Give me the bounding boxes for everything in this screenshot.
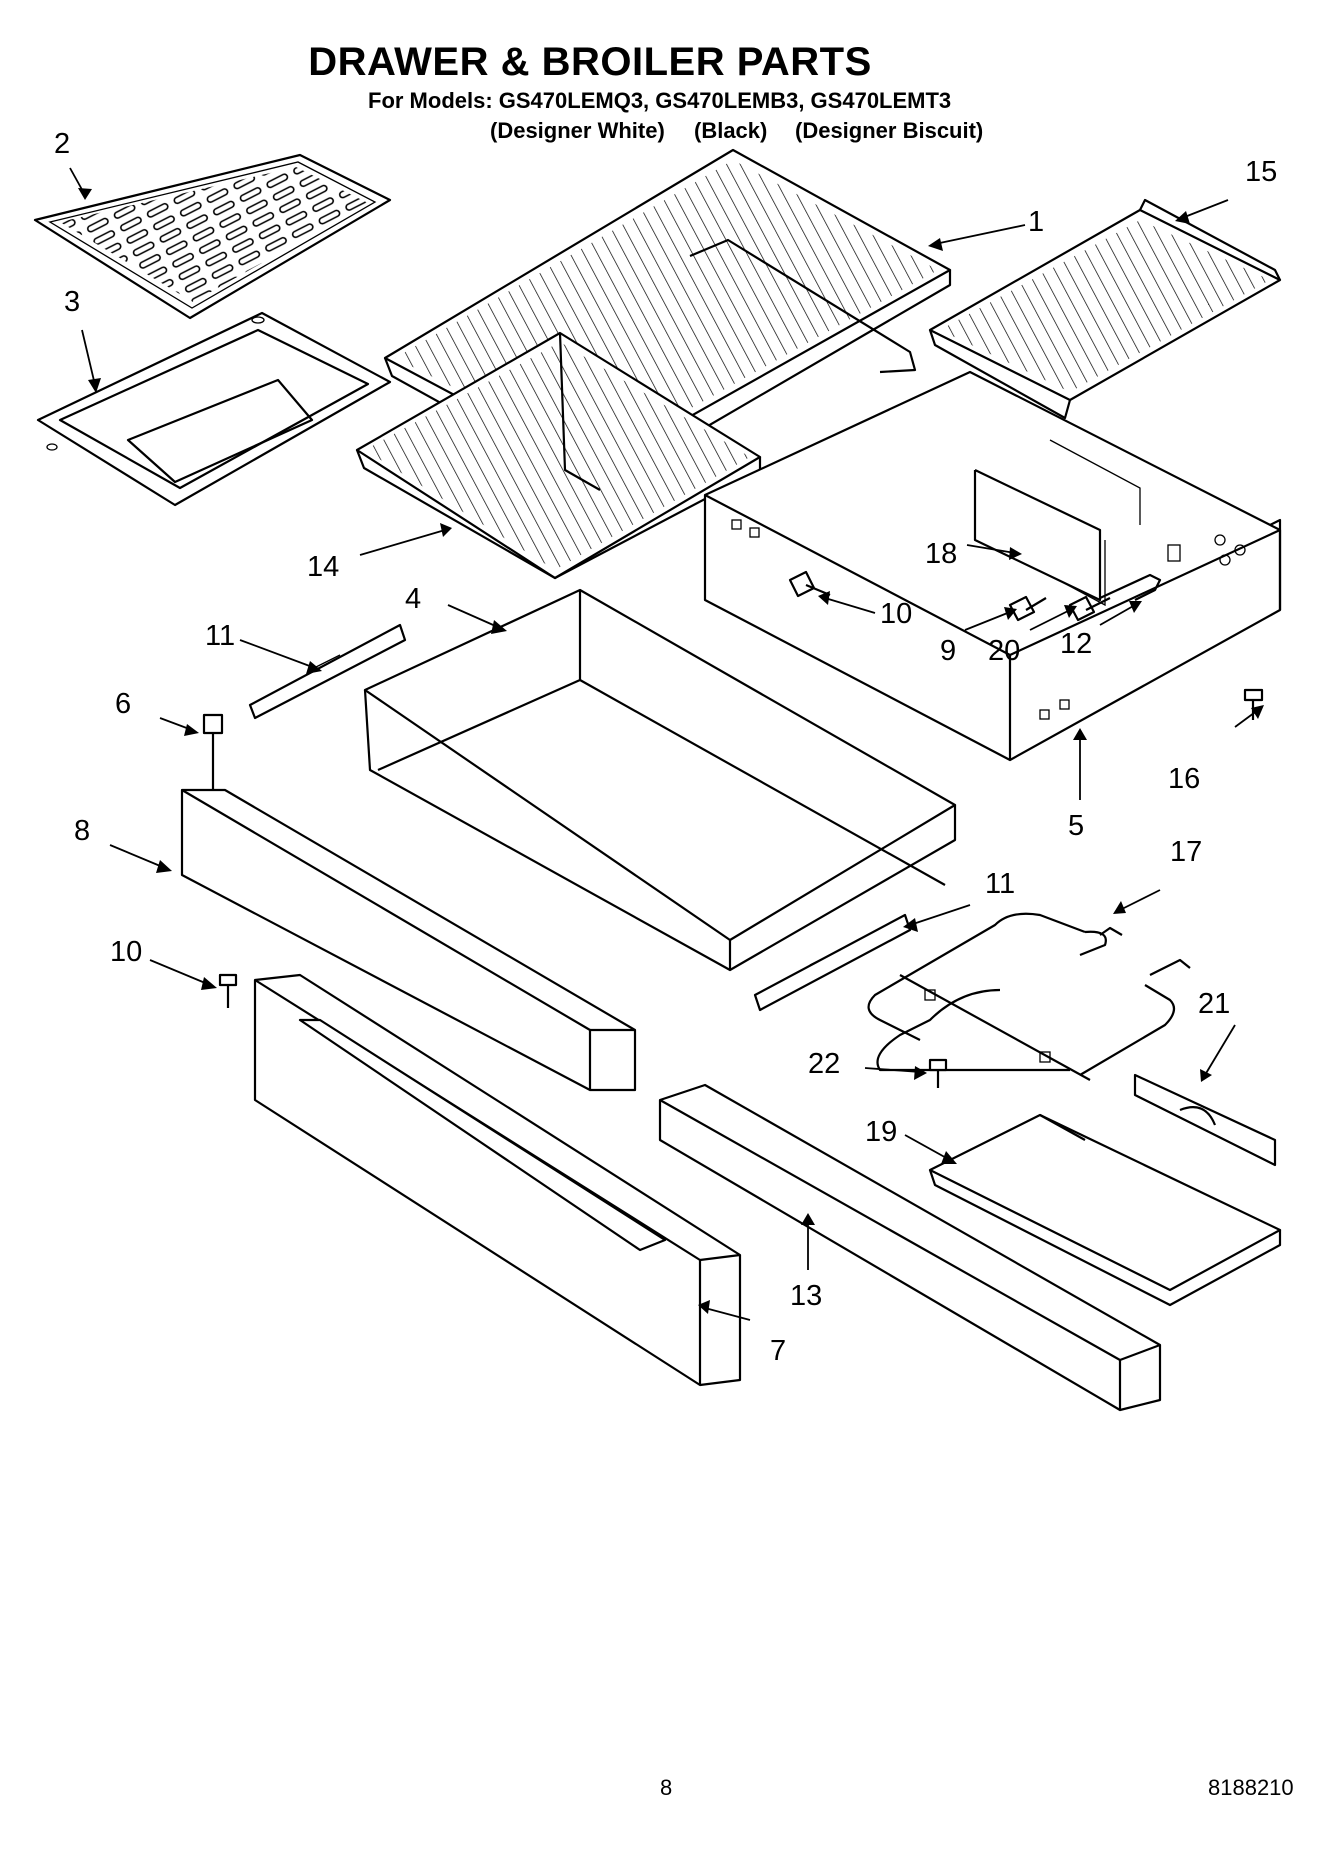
igniter-12 <box>1099 544 1181 601</box>
broiler-pan <box>36 311 392 507</box>
drawer-slide-left <box>248 623 407 720</box>
callout-15: 15 <box>1245 156 1278 188</box>
callout-20: 20 <box>988 635 1021 667</box>
broiler-tray-19 <box>928 1113 1282 1307</box>
broiler-drawer <box>363 588 957 972</box>
lower-oven-rack <box>355 331 762 580</box>
callout-21: 21 <box>1198 988 1231 1020</box>
page-title: DRAWER & BROILER PARTS <box>308 40 872 84</box>
drawer-front <box>253 973 742 1387</box>
trim-strip <box>658 1083 1162 1412</box>
broiler-chassis <box>703 370 1282 762</box>
callout-12: 12 <box>1060 628 1093 660</box>
heat-shield-18 <box>973 469 1102 602</box>
callout-1: 1 <box>1028 206 1045 238</box>
callout-7: 7 <box>770 1335 787 1367</box>
drawer-slide-right <box>753 913 912 1012</box>
broil-element <box>867 912 1191 1081</box>
bracket-21 <box>1133 1073 1277 1167</box>
color-designer-biscuit: (Designer Biscuit) <box>795 118 984 143</box>
callout-9: 9 <box>940 635 957 667</box>
callout-18: 18 <box>925 538 958 570</box>
callout-10-lower: 10 <box>110 936 143 968</box>
callout-16: 16 <box>1168 763 1201 795</box>
callout-13: 13 <box>790 1280 823 1312</box>
hardware <box>788 469 1181 622</box>
callout-5: 5 <box>1068 810 1085 842</box>
color-designer-white: (Designer White) <box>490 118 665 143</box>
callout-leaders <box>69 167 1264 1321</box>
callout-3: 3 <box>64 286 81 318</box>
page-number: 8 <box>660 1775 673 1800</box>
screw-10-lower <box>218 973 238 1008</box>
callout-17: 17 <box>1170 836 1203 868</box>
callout-22: 22 <box>808 1048 841 1080</box>
screw-22 <box>928 1058 948 1088</box>
callout-4: 4 <box>405 583 422 615</box>
models-line: For Models: GS470LEMQ3, GS470LEMB3, GS47… <box>368 88 952 113</box>
callout-14: 14 <box>307 551 340 583</box>
orifice-9 <box>1008 595 1047 622</box>
callout-2: 2 <box>54 128 71 160</box>
broiler-drawer-rack <box>928 198 1282 420</box>
drawer-pin-6 <box>202 713 224 800</box>
callout-11-upper: 11 <box>205 620 236 652</box>
document-number: 8188210 <box>1208 1775 1294 1800</box>
callout-11-lower: 11 <box>985 868 1016 900</box>
callout-6: 6 <box>115 688 132 720</box>
color-black: (Black) <box>694 118 768 143</box>
broiler-grid <box>33 153 392 320</box>
callout-8: 8 <box>74 815 91 847</box>
callout-19: 19 <box>865 1116 898 1148</box>
fitting-20 <box>1068 595 1111 622</box>
drawer-front-panel <box>180 788 637 1092</box>
callout-10-upper: 10 <box>880 598 913 630</box>
